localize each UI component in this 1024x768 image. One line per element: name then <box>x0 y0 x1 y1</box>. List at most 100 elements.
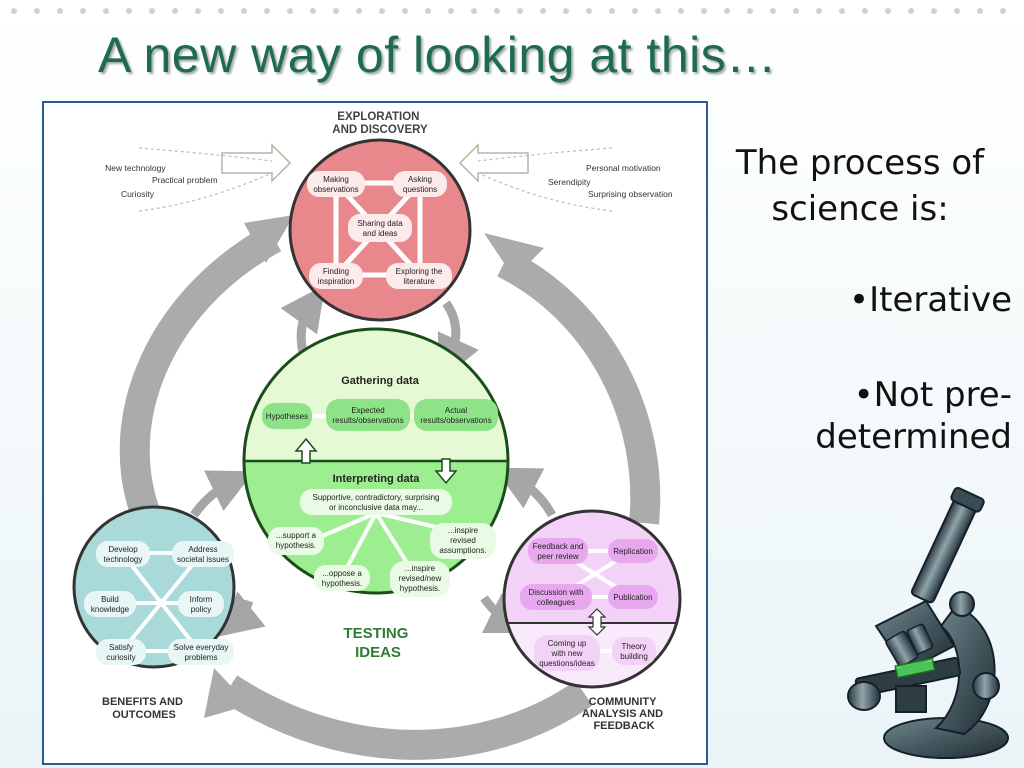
input-personal-motivation: Personal motivation <box>586 163 661 173</box>
border-dot <box>333 8 339 14</box>
connector-arrow-testing-to-benefits <box>216 591 266 638</box>
bullet-not-predetermined: •Not pre-determined <box>815 375 1012 457</box>
border-dot <box>356 8 362 14</box>
border-dot <box>264 8 270 14</box>
input-arrow-left <box>221 143 292 183</box>
border-dot <box>770 8 776 14</box>
border-dot <box>655 8 661 14</box>
border-dot <box>793 8 799 14</box>
border-dot <box>103 8 109 14</box>
testing-title-line1: TESTING <box>343 625 408 642</box>
border-dot <box>241 8 247 14</box>
cycle-arrow-left-up <box>119 224 282 540</box>
connector-arrow-benefits-to-testing <box>190 470 255 518</box>
cycle-arrowhead-bottom <box>204 668 249 718</box>
community-updown-arrow <box>587 608 607 636</box>
svg-text:BENEFITS AND OUTCOMES: BENEFITS AND OUTCOMES <box>102 696 186 721</box>
community-title-line3: FEEDBACK <box>593 720 654 732</box>
input-practical-problem: Practical problem <box>152 175 218 185</box>
border-dot <box>379 8 385 14</box>
border-dot <box>218 8 224 14</box>
border-dot <box>402 8 408 14</box>
node-hypotheses: Hypotheses <box>266 412 308 421</box>
exploration-title-line2: AND DISCOVERY <box>332 124 428 136</box>
border-dot <box>816 8 822 14</box>
border-dot <box>471 8 477 14</box>
border-dot <box>34 8 40 14</box>
border-dot <box>172 8 178 14</box>
microscope-illustration <box>847 486 1009 759</box>
input-arrow-right <box>458 143 529 183</box>
svg-text:New technology Practical: New technology Practical problem Curiosi… <box>105 163 220 199</box>
svg-text:Personal motivation Sere: Personal motivation Serendipity Surprisi… <box>548 163 673 199</box>
border-dot <box>632 8 638 14</box>
community-title-line1: COMMUNITY <box>589 696 657 708</box>
exploration-title-line1: EXPLORATION <box>337 111 419 123</box>
input-curiosity: Curiosity <box>121 189 155 199</box>
border-dot <box>494 8 500 14</box>
cycle-arrow-bottom <box>220 675 593 760</box>
interpreting-data-label: Interpreting data <box>333 473 421 485</box>
border-dot <box>885 8 891 14</box>
process-intro-text: The process of science is: <box>735 143 985 229</box>
border-dot <box>678 8 684 14</box>
border-dot <box>80 8 86 14</box>
benefits-title-line2: OUTCOMES <box>112 709 176 721</box>
border-dot <box>908 8 914 14</box>
border-dot <box>1000 8 1006 14</box>
cycle-arrowhead-left <box>244 215 294 263</box>
node-replication: Replication <box>613 547 653 556</box>
gathering-data-label: Gathering data <box>341 375 420 387</box>
border-dot <box>126 8 132 14</box>
border-dot <box>977 8 983 14</box>
input-surprising-observation: Surprising observation <box>588 189 673 199</box>
border-dot <box>701 8 707 14</box>
border-dot <box>862 8 868 14</box>
border-dot <box>839 8 845 14</box>
svg-text:COMMUNITY ANALYSIS AND: COMMUNITY ANALYSIS AND FEEDBACK <box>582 696 666 732</box>
border-dot <box>586 8 592 14</box>
interpreting-down-arrow <box>434 458 458 485</box>
border-dot <box>724 8 730 14</box>
border-dot <box>425 8 431 14</box>
border-dot <box>609 8 615 14</box>
svg-text:EXPLORATION AND DISCOVER: EXPLORATION AND DISCOVERY <box>332 111 428 136</box>
science-process-diagram: New technology Practical problem Curiosi… <box>42 101 708 765</box>
border-dot <box>954 8 960 14</box>
dotted-border-decoration <box>11 8 1006 14</box>
border-dot <box>931 8 937 14</box>
testing-title-line2: IDEAS <box>355 644 401 661</box>
node-publication: Publication <box>613 593 652 602</box>
border-dot <box>57 8 63 14</box>
border-dot <box>310 8 316 14</box>
connector-arrow-community-to-testing <box>494 467 556 518</box>
border-dot <box>287 8 293 14</box>
input-serendipity: Serendipity <box>548 177 591 187</box>
testing-circle <box>242 327 510 595</box>
slide-title: A new way of looking at this… <box>98 27 777 83</box>
border-dot <box>563 8 569 14</box>
border-dot <box>149 8 155 14</box>
community-title-line2: ANALYSIS AND <box>582 708 663 720</box>
gathering-half <box>244 329 508 461</box>
border-dot <box>195 8 201 14</box>
cycle-arrowhead-right <box>484 233 544 278</box>
border-dot <box>517 8 523 14</box>
gathering-up-arrow <box>294 437 318 464</box>
